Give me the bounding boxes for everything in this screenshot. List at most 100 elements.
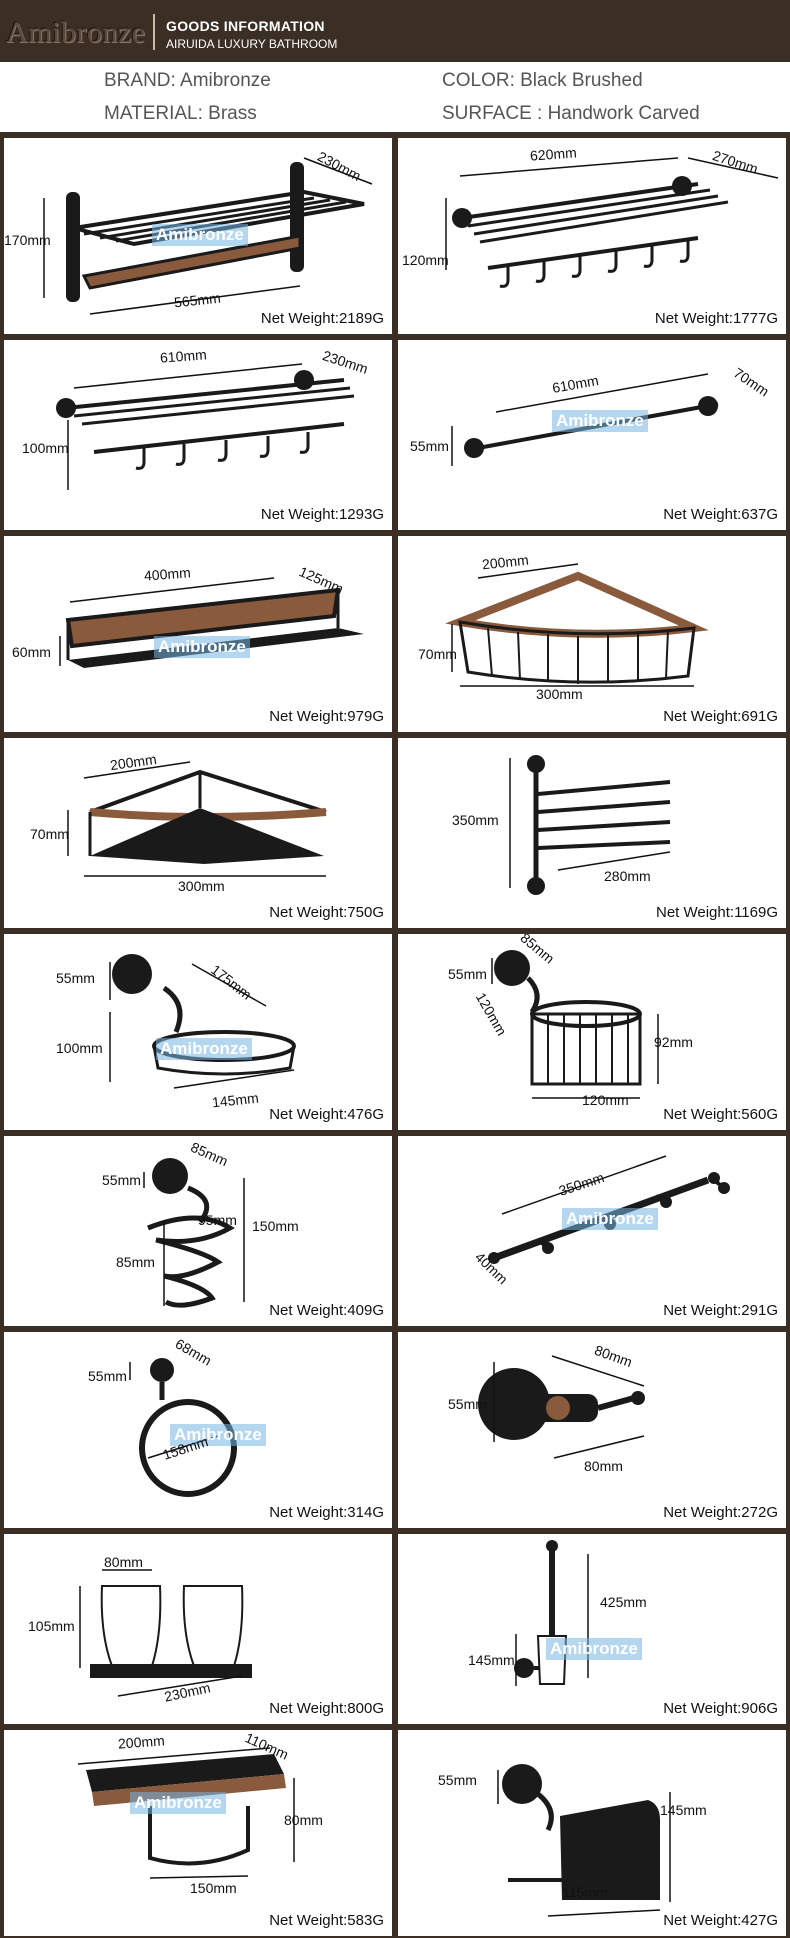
corner-basket-illustration bbox=[445, 563, 709, 687]
product-card-paper-holder-shelf[interactable]: Amibronze 200mm 110mm 80mm 150mm Net Wei… bbox=[4, 1730, 392, 1936]
product-card-paper-basket[interactable]: 85mm 55mm 120mm 92mm 120mm Net Weight:56… bbox=[398, 934, 786, 1130]
dimension-label: 120mm bbox=[402, 252, 449, 268]
product-card-corner-basket[interactable]: 200mm 70mm 300mm Net Weight:691G bbox=[398, 536, 786, 732]
watermark: Amibronze bbox=[152, 224, 248, 246]
product-card-towel-ring[interactable]: Amibronze 68mm 55mm 158mm Net Weight:314… bbox=[4, 1332, 392, 1528]
corner-shelf-illustration bbox=[67, 761, 327, 877]
robe-hooks-illustration bbox=[488, 1155, 730, 1264]
dimension-label: 95mm bbox=[198, 1212, 237, 1228]
swivel-towel-bar-illustration bbox=[509, 755, 671, 895]
net-weight: Net Weight:314G bbox=[269, 1504, 384, 1521]
watermark: Amibronze bbox=[562, 1208, 658, 1230]
rack-with-hooks-illustration bbox=[445, 157, 779, 288]
dimension-label: 70mm bbox=[418, 646, 457, 662]
watermark: Amibronze bbox=[546, 1638, 642, 1660]
header-bar: Amibronze GOODS INFORMATION AIRUIDA LUXU… bbox=[0, 0, 790, 62]
dimension-label: 400mm bbox=[143, 564, 192, 584]
dimension-label: 55mm bbox=[448, 1396, 487, 1412]
product-card-robe-hooks[interactable]: Amibronze 350mm 40mm Net Weight:291G bbox=[398, 1136, 786, 1326]
shower-shelf-illustration bbox=[59, 577, 364, 668]
net-weight: Net Weight:1777G bbox=[654, 310, 778, 327]
toilet-brush-illustration bbox=[514, 1540, 589, 1686]
product-card-robe-hook[interactable]: 80mm 55mm 80mm Net Weight:272G bbox=[398, 1332, 786, 1528]
net-weight: Net Weight:583G bbox=[269, 1912, 384, 1929]
product-card-toilet-brush[interactable]: Amibronze 425mm 145mm Net Weight:906G bbox=[398, 1534, 786, 1724]
dimension-label: 55mm bbox=[410, 438, 449, 454]
hair-dryer-holder-illustration bbox=[143, 1158, 245, 1308]
product-card-tumbler-holder[interactable]: 80mm 105mm 230mm Net Weight:800G bbox=[4, 1534, 392, 1724]
dimension-label: 55mm bbox=[438, 1772, 477, 1788]
net-weight: Net Weight:906G bbox=[663, 1700, 778, 1717]
paper-basket-illustration bbox=[491, 950, 659, 1099]
robe-hook-illustration bbox=[478, 1355, 645, 1459]
dimension-label: 200mm bbox=[117, 1732, 166, 1752]
net-weight: Net Weight:800G bbox=[269, 1700, 384, 1717]
net-weight: Net Weight:272G bbox=[663, 1504, 778, 1521]
dimension-label: 70mm bbox=[30, 826, 69, 842]
paper-holder-shelf-illustration bbox=[77, 1747, 295, 1879]
dimension-label: 80mm bbox=[284, 1812, 323, 1828]
net-weight: Net Weight:560G bbox=[663, 1106, 778, 1123]
dimension-label: 300mm bbox=[178, 878, 225, 894]
product-card-soap-basket[interactable]: Amibronze 55mm 175mm 100mm 145mm Net Wei… bbox=[4, 934, 392, 1130]
product-grid: Amibronze 230mm 170mm 565mm Net Weight:2… bbox=[0, 132, 790, 1938]
dimension-label: 350mm bbox=[452, 812, 499, 828]
dimension-label: 55mm bbox=[88, 1368, 127, 1384]
dimension-label: 425mm bbox=[600, 1594, 647, 1610]
dimension-label: 92mm bbox=[654, 1034, 693, 1050]
net-weight: Net Weight:2189G bbox=[260, 310, 384, 327]
watermark: Amibronze bbox=[552, 410, 648, 432]
dimension-label: 280mm bbox=[604, 868, 651, 884]
watermark: Amibronze bbox=[130, 1792, 226, 1814]
towel-rack-illustration bbox=[43, 157, 373, 315]
product-card-swivel-towel-bar[interactable]: 350mm 280mm Net Weight:1169G bbox=[398, 738, 786, 928]
dimension-label: 60mm bbox=[12, 644, 51, 660]
dimension-label: 300mm bbox=[536, 686, 583, 702]
covered-paper-holder-illustration bbox=[497, 1764, 671, 1917]
product-card-shower-shelf[interactable]: Amibronze 400mm 125mm 60mm Net Weight:97… bbox=[4, 536, 392, 732]
net-weight: Net Weight:409G bbox=[269, 1302, 384, 1319]
dimension-label: 80mm bbox=[584, 1458, 623, 1474]
watermark: Amibronze bbox=[156, 1038, 252, 1060]
net-weight: Net Weight:427G bbox=[663, 1912, 778, 1929]
dimension-label: 150mm bbox=[252, 1218, 299, 1234]
dimension-label: 55mm bbox=[56, 970, 95, 986]
dimension-label: 115mm bbox=[562, 1884, 608, 1900]
net-weight: Net Weight:1169G bbox=[655, 904, 778, 921]
product-card-corner-shelf[interactable]: 200mm 70mm 300mm Net Weight:750G bbox=[4, 738, 392, 928]
brand-logo: Amibronze bbox=[6, 16, 146, 49]
dimension-label: 100mm bbox=[56, 1040, 103, 1056]
product-card-towel-bar[interactable]: Amibronze 610mm 70mm 55mm Net Weight:637… bbox=[398, 340, 786, 530]
net-weight: Net Weight:1293G bbox=[260, 506, 384, 523]
folding-rack-illustration bbox=[56, 363, 355, 490]
dimension-label: 150mm bbox=[190, 1880, 237, 1896]
net-weight: Net Weight:750G bbox=[269, 904, 384, 921]
dimension-label: 170mm bbox=[4, 232, 51, 248]
watermark: Amibronze bbox=[154, 636, 250, 658]
header-subtitle: AIRUIDA LUXURY BATHROOM bbox=[166, 37, 338, 51]
dimension-label: 100mm bbox=[22, 440, 69, 456]
header-title: GOODS INFORMATION bbox=[166, 18, 325, 34]
tumbler-holder-illustration bbox=[79, 1569, 252, 1697]
dimension-label: 610mm bbox=[159, 346, 208, 366]
material-text: MATERIAL: Brass bbox=[104, 103, 257, 124]
net-weight: Net Weight:979G bbox=[269, 708, 384, 725]
dimension-label: 620mm bbox=[529, 144, 578, 164]
towel-bar-illustration bbox=[451, 373, 719, 466]
product-card-hair-dryer-holder[interactable]: 85mm 55mm 95mm 150mm 85mm Net Weight:409… bbox=[4, 1136, 392, 1326]
product-card-covered-paper-holder[interactable]: 55mm 145mm 115mm Net Weight:427G bbox=[398, 1730, 786, 1936]
dimension-label: 105mm bbox=[28, 1618, 75, 1634]
net-weight: Net Weight:476G bbox=[269, 1106, 384, 1123]
brand-text: BRAND: Amibronze bbox=[104, 70, 271, 91]
net-weight: Net Weight:291G bbox=[663, 1302, 778, 1319]
watermark: Amibronze bbox=[170, 1424, 266, 1446]
dimension-label: 145mm bbox=[468, 1652, 515, 1668]
net-weight: Net Weight:691G bbox=[663, 708, 778, 725]
product-card-folding-rack[interactable]: 610mm 230mm 100mm Net Weight:1293G bbox=[4, 340, 392, 530]
dimension-label: 85mm bbox=[116, 1254, 155, 1270]
dimension-label: 55mm bbox=[102, 1172, 141, 1188]
product-card-towel-rack[interactable]: Amibronze 230mm 170mm 565mm Net Weight:2… bbox=[4, 138, 392, 334]
product-card-rack-with-hooks[interactable]: 620mm 270mm 120mm Net Weight:1777G bbox=[398, 138, 786, 334]
header-divider bbox=[153, 14, 155, 50]
product-info: BRAND: Amibronze COLOR: Black Brushed MA… bbox=[0, 62, 790, 132]
